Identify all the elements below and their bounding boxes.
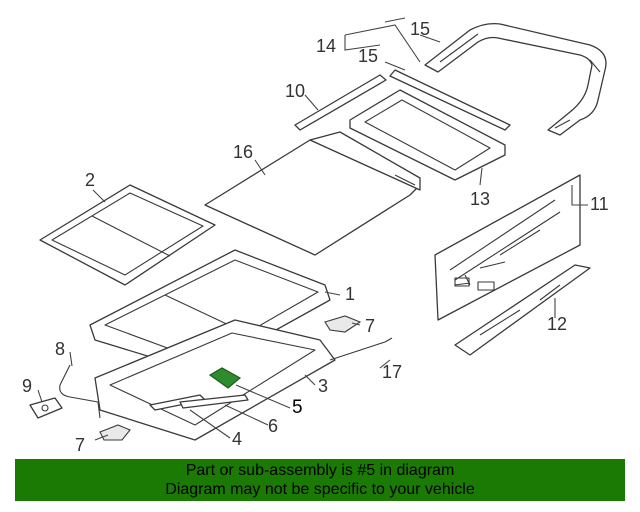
callout-3: 3 (318, 376, 328, 396)
callout-4: 4 (232, 429, 242, 449)
callout-9: 9 (22, 376, 32, 396)
wind-deflector-strip (294, 74, 387, 131)
bracket-upper (324, 315, 362, 333)
clip (29, 397, 63, 419)
drain-hose (59, 364, 101, 419)
deflector (179, 394, 249, 409)
callout-7-lower: 7 (75, 435, 85, 455)
callout-1: 1 (345, 284, 355, 304)
callout-15-top: 15 (410, 19, 430, 39)
callout-6: 6 (268, 416, 278, 436)
callout-12: 12 (547, 314, 567, 334)
outer-roof-frame (424, 22, 607, 136)
seal-strip (389, 69, 511, 131)
drive-cable-panel (434, 174, 581, 321)
glass-panel-frame (349, 89, 506, 181)
main-roof-frame (89, 249, 331, 373)
callout-14: 14 (316, 36, 336, 56)
part-info-banner: Part or sub-assembly is #5 in diagram Di… (15, 459, 625, 501)
callout-10: 10 (285, 81, 305, 101)
callout-16: 16 (233, 142, 253, 162)
callout-5: 5 (292, 397, 303, 418)
callout-labels: 15 14 15 10 16 2 13 11 1 7 17 12 3 5 6 4… (22, 19, 609, 455)
callout-2: 2 (85, 170, 95, 190)
bracket-lower (99, 424, 131, 441)
sunshade (204, 131, 421, 256)
callout-17: 17 (382, 362, 402, 382)
callout-13: 13 (470, 189, 490, 209)
callout-15-lower: 15 (358, 46, 378, 66)
sunroof-parts-diagram: 15 14 15 10 16 2 13 11 1 7 17 12 3 5 6 4… (22, 17, 609, 455)
drain-tube (329, 337, 393, 361)
banner-line-disclaimer: Diagram may not be specific to your vehi… (165, 481, 475, 498)
side-rail (454, 264, 591, 356)
callout-11: 11 (590, 194, 609, 214)
callout-7-upper: 7 (365, 316, 375, 336)
banner-line-part: Part or sub-assembly is #5 in diagram (185, 462, 455, 479)
callout-8: 8 (55, 339, 65, 359)
highlighted-part-5 (208, 367, 242, 389)
leader-lines (37, 17, 588, 441)
glass-panel (39, 184, 216, 286)
